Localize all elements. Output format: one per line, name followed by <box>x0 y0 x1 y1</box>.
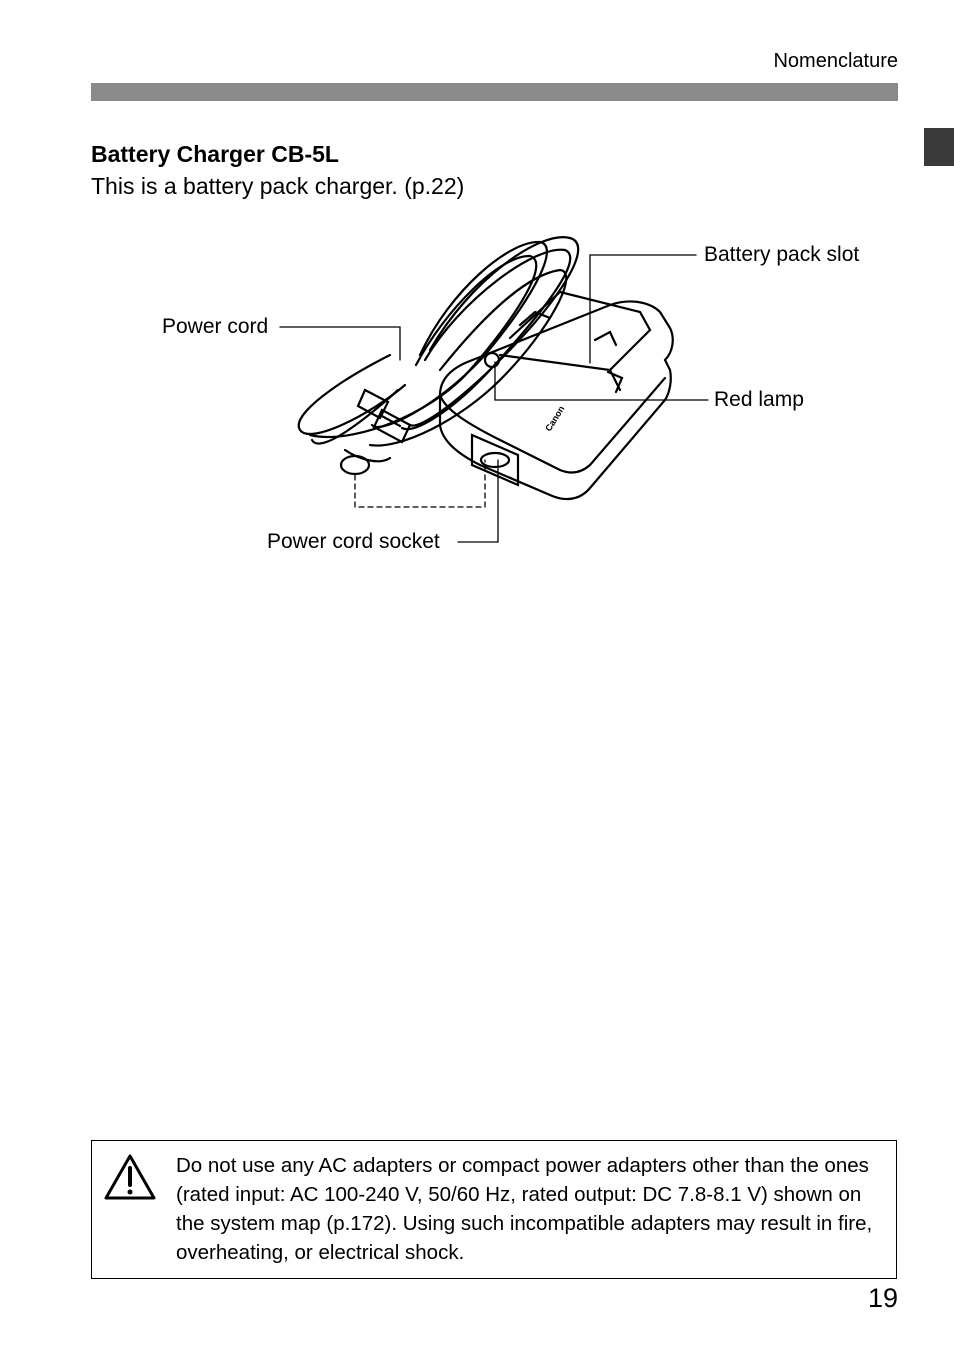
charger-illustration: Canon Battery pack slot Power cord Red l… <box>140 220 900 580</box>
page-number: 19 <box>867 1283 898 1313</box>
section-description: This is a battery pack charger. (p.22) <box>91 173 465 199</box>
callout-battery-pack-slot: Battery pack slot <box>704 243 860 266</box>
device-brand-text: Canon <box>543 404 566 433</box>
running-header: Nomenclature <box>773 50 898 72</box>
callout-power-cord: Power cord <box>162 315 269 338</box>
warning-box: Do not use any AC adapters or compact po… <box>91 1140 897 1279</box>
callout-power-cord-socket: Power cord socket <box>267 530 440 553</box>
header-rule <box>91 83 898 101</box>
chapter-tab <box>924 128 954 166</box>
section-title: Battery Charger CB-5L <box>91 141 339 167</box>
warning-triangle-icon <box>104 1153 156 1201</box>
callout-red-lamp: Red lamp <box>714 388 804 411</box>
charger-drawing: Canon <box>279 236 709 543</box>
warning-text: Do not use any AC adapters or compact po… <box>176 1154 873 1264</box>
